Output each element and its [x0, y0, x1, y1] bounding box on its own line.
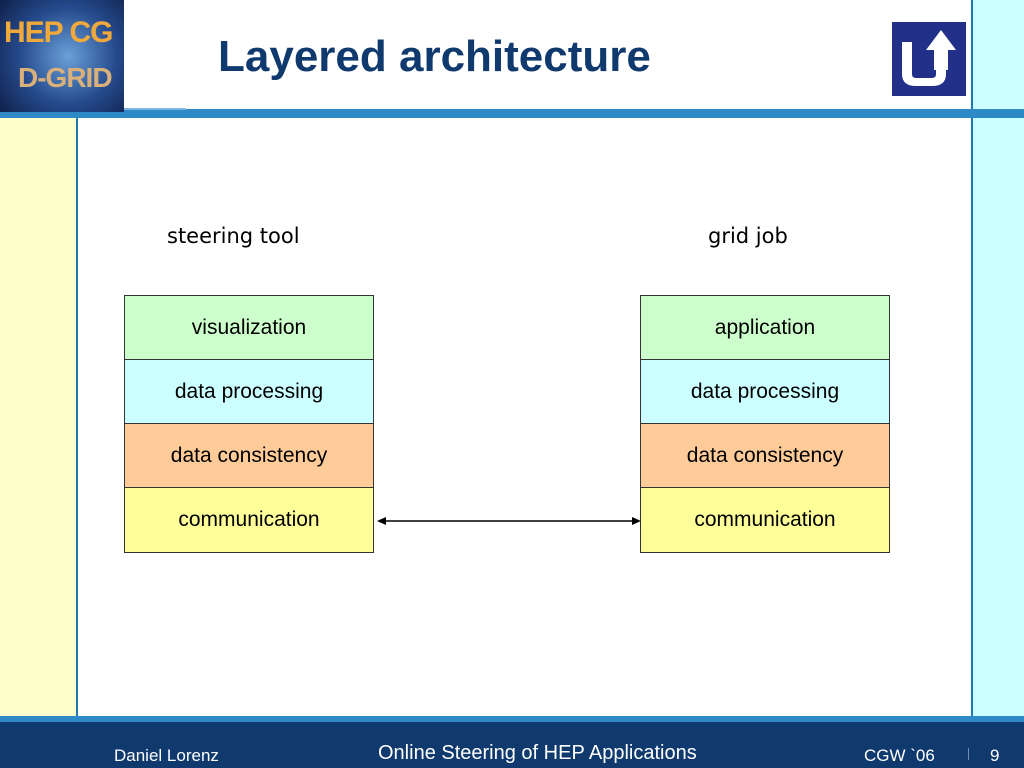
hep-cg-dgrid-logo: HEP CG D-GRID	[0, 0, 124, 112]
right-side-band	[971, 0, 1024, 716]
layer-communication: communication	[641, 488, 889, 552]
footer-author: Daniel Lorenz	[114, 746, 219, 765]
footer-separator	[968, 748, 969, 760]
upload-u-icon	[892, 22, 966, 96]
logo-text-top: HEP CG	[4, 16, 113, 49]
layer-data-processing: data processing	[641, 360, 889, 424]
grid-job-stack: application data processing data consist…	[640, 295, 890, 553]
footer-talk-title: Online Steering of HEP Applications	[378, 742, 697, 764]
layer-visualization: visualization	[125, 296, 373, 360]
university-logo	[892, 22, 966, 96]
footer-conference: CGW `06	[864, 746, 935, 765]
slide-footer: Daniel Lorenz Online Steering of HEP App…	[0, 716, 1024, 768]
layer-data-consistency: data consistency	[641, 424, 889, 488]
layer-communication: communication	[125, 488, 373, 552]
title-divider	[0, 109, 1024, 118]
slide-title: Layered architecture	[218, 32, 651, 81]
steering-tool-stack: visualization data processing data consi…	[124, 295, 374, 553]
logo-text-bottom: D-GRID	[18, 62, 113, 93]
left-side-band	[0, 112, 78, 746]
steering-tool-label: steering tool	[167, 224, 300, 248]
layer-application: application	[641, 296, 889, 360]
communication-link-arrow	[377, 517, 641, 525]
layer-data-consistency: data consistency	[125, 424, 373, 488]
grid-job-label: grid job	[708, 224, 788, 248]
footer-page-number: 9	[990, 746, 1000, 765]
title-divider-accent	[124, 108, 186, 110]
layer-data-processing: data processing	[125, 360, 373, 424]
